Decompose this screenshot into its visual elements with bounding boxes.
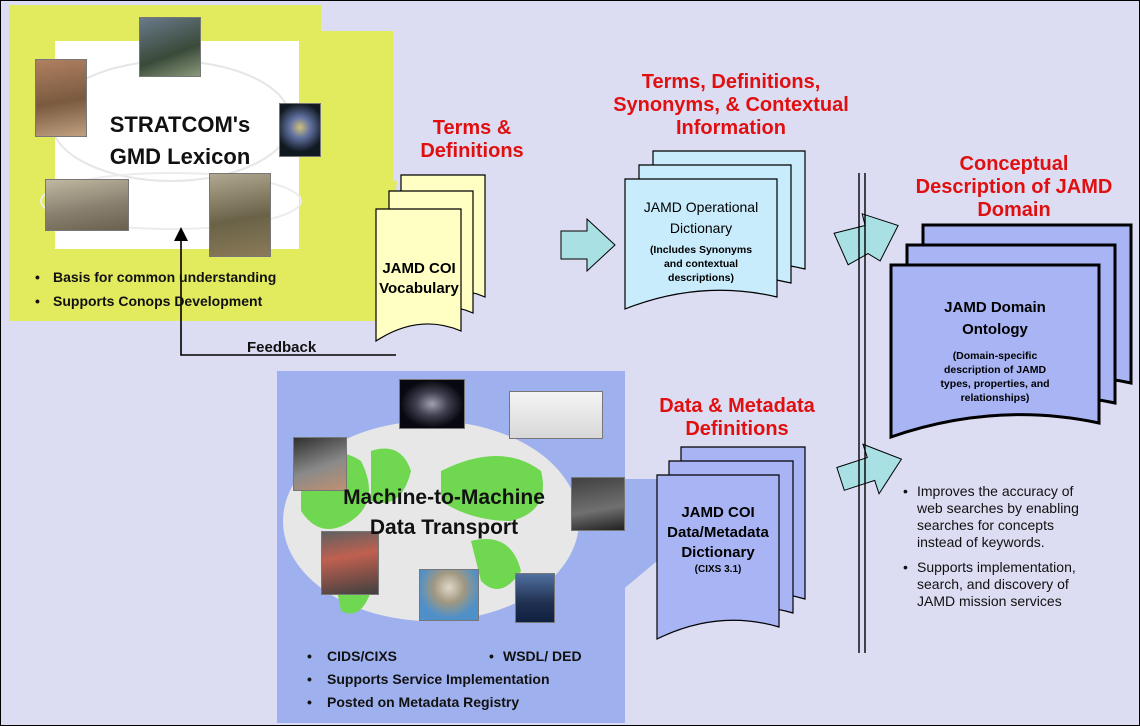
lexicon-title-line2: GMD Lexicon [109, 144, 251, 169]
conceptual-line2: Description of JAMD [915, 176, 1113, 198]
photo-soldiers [45, 179, 129, 231]
terms-synonyms-heading: Terms, Definitions, Synonyms, & Contextu… [581, 71, 881, 140]
lexicon-title-line1: STRATCOM's [109, 112, 251, 137]
photo-satellite [279, 103, 321, 157]
bullet-dot: • [489, 648, 494, 664]
photo-child [35, 59, 87, 137]
bullet-dot: • [307, 694, 312, 710]
lexicon-bullet-1: •Basis for common understanding [31, 265, 276, 289]
photo-handheld [293, 437, 347, 491]
feedback-label: Feedback [247, 339, 317, 356]
vocab-doc-label: JAMD COI Vocabulary [376, 259, 462, 299]
vocab-doc-line1: JAMD COI [382, 260, 456, 277]
photo-sensor-device [419, 569, 479, 621]
bullet-dot: • [903, 559, 908, 575]
right-bullets: • Improves the accuracy of web searches … [901, 483, 1139, 610]
data-metadata-heading: Data & Metadata Definitions [637, 395, 837, 441]
terms-definitions-line2: Definitions [420, 140, 524, 162]
arrow-vocab-to-op [560, 217, 616, 273]
terms-definitions-line1: Terms & [432, 117, 512, 139]
transport-bullet-wsdl: WSDL/ DED [503, 648, 582, 664]
photo-satellite-2 [399, 379, 465, 429]
data-dictionary-line2: Data/Metadata [667, 524, 769, 541]
bullet-dot: • [903, 483, 908, 499]
feedback-arrow [180, 237, 396, 356]
arrow-data-to-ontology [836, 443, 903, 495]
op-dictionary-label: JAMD Operational Dictionary (Includes Sy… [625, 197, 777, 285]
data-dictionary-sub: (CIXS 3.1) [694, 564, 742, 575]
right-bullet-2: • Supports implementation, search, and d… [903, 559, 1076, 609]
lexicon-title: STRATCOM's GMD Lexicon [85, 109, 275, 173]
ontology-line1: JAMD Domain [944, 299, 1046, 316]
lexicon-bullets: •Basis for common understanding •Support… [31, 265, 276, 313]
data-dictionary-line3: Dictionary [681, 544, 755, 561]
terms-synonyms-line1: Terms, Definitions, [641, 71, 821, 93]
data-dictionary-stack [656, 446, 806, 640]
ontology-line2: Ontology [962, 321, 1028, 338]
ontology-sub: (Domain-specific description of JAMD typ… [940, 350, 1050, 404]
op-dictionary-line2: Dictionary [669, 220, 733, 236]
right-bullet-1: • Improves the accuracy of web searches … [903, 483, 1079, 550]
photo-aircraft [509, 391, 603, 439]
transport-bullet-row1: • CIDS/CIXS • WSDL/ DED [303, 645, 623, 668]
transport-bullet-row3: • Posted on Metadata Registry [303, 691, 623, 714]
ontology-label: JAMD Domain Ontology (Domain-specific de… [891, 297, 1099, 405]
transport-bullet-service: Supports Service Implementation [327, 671, 550, 687]
op-dictionary-sub: (Includes Synonyms and contextual descri… [649, 244, 753, 284]
data-metadata-line2: Definitions [685, 418, 789, 440]
transport-bullet-row2: • Supports Service Implementation [303, 668, 623, 691]
transport-bullet-posted: Posted on Metadata Registry [327, 694, 520, 710]
bullet-dot: • [307, 671, 312, 687]
photo-ship [515, 573, 555, 623]
data-dictionary-label: JAMD COI Data/Metadata Dictionary (CIXS … [657, 503, 779, 577]
vocab-doc-stack [375, 174, 486, 343]
lexicon-bullet-2: •Supports Conops Development [31, 289, 276, 313]
op-dictionary-stack [624, 150, 806, 310]
op-dictionary-line1: JAMD Operational [643, 199, 759, 215]
data-metadata-line1: Data & Metadata [659, 395, 815, 417]
conceptual-line3: Domain [977, 199, 1051, 221]
photo-rugged-laptop [321, 531, 379, 595]
transport-title-line1: Machine-to-Machine [343, 486, 545, 509]
transport-bullet-cids: CIDS/CIXS [327, 648, 398, 664]
bullet-dot: • [35, 293, 40, 309]
lexicon-callout [301, 181, 397, 321]
terms-definitions-heading: Terms & Definitions [397, 117, 547, 163]
photo-laptop [571, 477, 625, 531]
transport-title: Machine-to-Machine Data Transport [299, 483, 589, 543]
transport-title-line2: Data Transport [369, 516, 519, 539]
terms-synonyms-line3: Information [676, 117, 786, 139]
bullet-dot: • [307, 648, 312, 664]
vocab-doc-line2: Vocabulary [379, 280, 459, 297]
transport-bullets: • CIDS/CIXS • WSDL/ DED • Supports Servi… [303, 645, 623, 714]
terms-synonyms-line2: Synonyms, & Contextual [613, 94, 849, 116]
conceptual-line1: Conceptual [959, 153, 1069, 175]
ontology-stack [889, 223, 1133, 440]
bullet-dot: • [35, 269, 40, 285]
conceptual-heading: Conceptual Description of JAMD Domain [889, 153, 1139, 222]
photo-sniper [209, 173, 271, 257]
photo-pilot [139, 17, 201, 77]
data-dictionary-line1: JAMD COI [681, 504, 755, 521]
